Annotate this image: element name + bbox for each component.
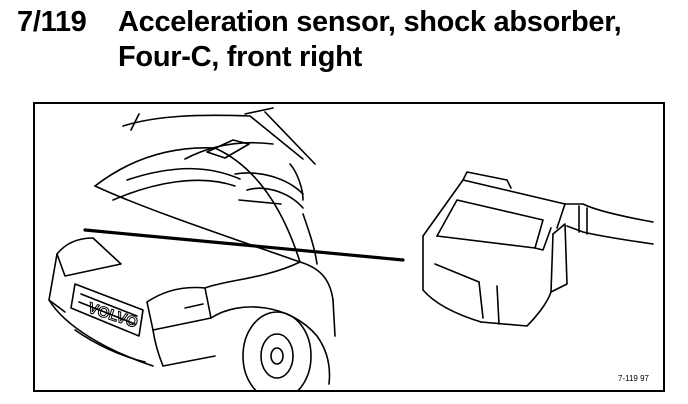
figure-reference: 7-119 97 (618, 374, 649, 383)
section-number: 7/119 (17, 6, 87, 38)
leader-line (83, 228, 405, 262)
section-title-line-2: Four-C, front right (118, 41, 362, 73)
sensor-drawing (422, 171, 654, 327)
page-heading: 7/119 Acceleration sensor, shock absorbe… (0, 0, 688, 80)
section-title-line-1: Acceleration sensor, shock absorber, (118, 6, 622, 38)
car-badge-text: VOLVO (86, 300, 140, 332)
illustration-frame: VOLVO 7-119 97 (33, 102, 665, 392)
illustration: VOLVO (48, 107, 654, 390)
car-drawing (48, 107, 336, 390)
